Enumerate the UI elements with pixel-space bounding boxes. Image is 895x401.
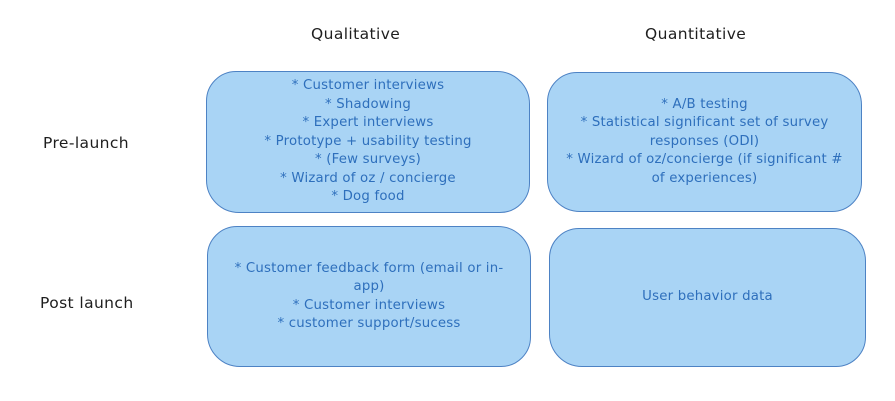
row-label-post-launch: Post launch bbox=[40, 294, 134, 312]
cell-text: * Customer feedback form (email or in-ap… bbox=[224, 260, 514, 334]
cell-post-launch-quantitative: User behavior data bbox=[549, 228, 866, 367]
list-item: * Customer feedback form (email or in-ap… bbox=[234, 260, 504, 295]
list-item: * Customer interviews bbox=[292, 297, 446, 313]
list-item: * Wizard of oz / concierge bbox=[280, 170, 456, 186]
list-item: * Customer interviews bbox=[291, 78, 445, 94]
list-item: * Expert interviews bbox=[302, 115, 434, 131]
column-header-qualitative: Qualitative bbox=[311, 25, 401, 43]
column-header-quantitative: Quantitative bbox=[645, 25, 747, 43]
list-item: * Wizard of oz/concierge (if significant… bbox=[566, 152, 843, 186]
list-item: * A/B testing bbox=[661, 96, 748, 112]
row-label-pre-launch: Pre-launch bbox=[43, 134, 130, 152]
list-item: * Statistical significant set of survey … bbox=[580, 115, 829, 149]
list-item: * Shadowing bbox=[324, 96, 412, 112]
cell-text: * A/B testing * Statistical significant … bbox=[564, 96, 845, 189]
list-item: * customer support/sucess bbox=[277, 316, 461, 331]
cell-text: * Customer interviews * Shadowing * Expe… bbox=[223, 77, 513, 207]
list-item: User behavior data bbox=[642, 289, 773, 305]
list-item: * (Few surveys) bbox=[314, 152, 422, 168]
cell-pre-launch-quantitative: * A/B testing * Statistical significant … bbox=[547, 72, 862, 212]
cell-text: User behavior data bbox=[566, 288, 849, 307]
list-item: * Prototype + usability testing bbox=[264, 133, 472, 149]
list-item: * Dog food bbox=[331, 189, 405, 205]
cell-pre-launch-qualitative: * Customer interviews * Shadowing * Expe… bbox=[206, 71, 530, 213]
cell-post-launch-qualitative: * Customer feedback form (email or in-ap… bbox=[207, 226, 531, 367]
